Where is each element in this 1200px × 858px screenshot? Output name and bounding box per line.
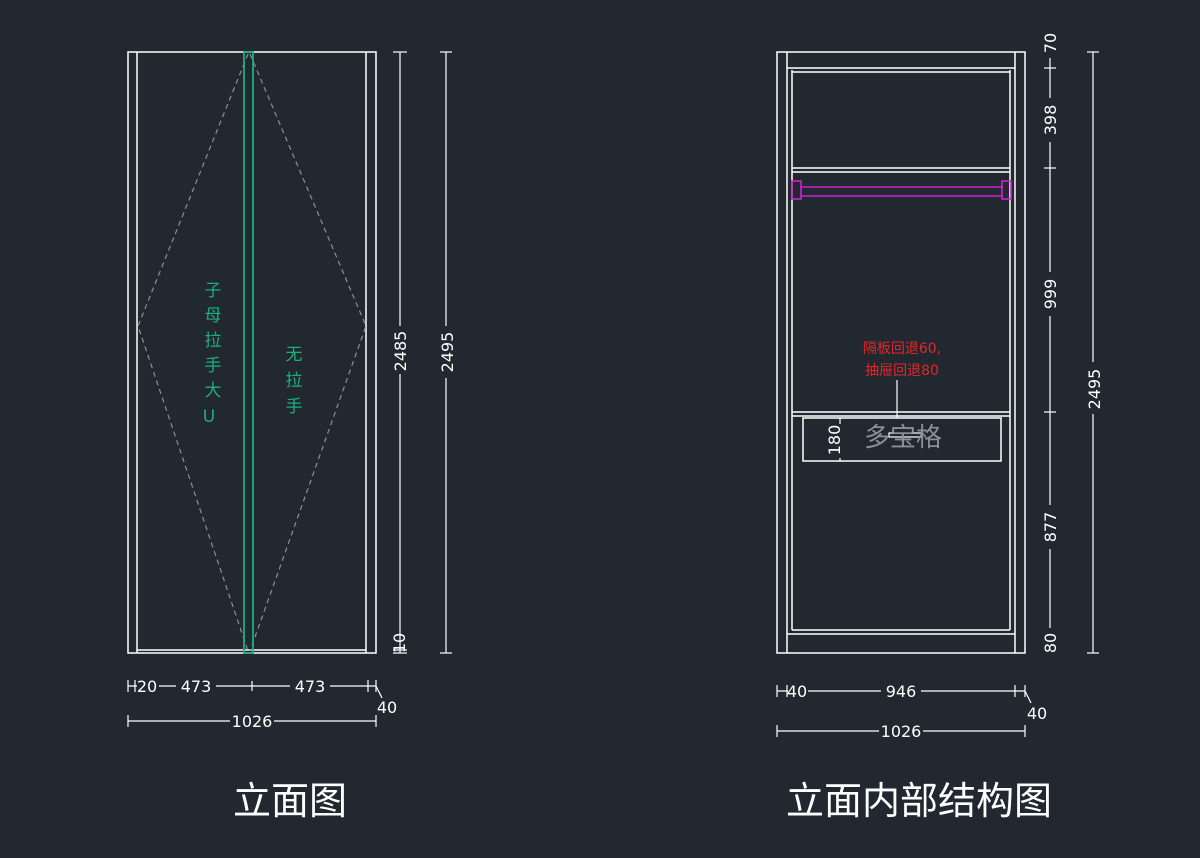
left-door-char: 母 bbox=[205, 306, 222, 326]
dim-door-right: 473 bbox=[295, 677, 326, 696]
drawer-compartment bbox=[802, 417, 1002, 462]
left-door-label: 子 母 拉 手 大 U bbox=[203, 281, 222, 427]
dim-height-total: 2495 bbox=[438, 332, 457, 373]
right-door-char: 无 bbox=[286, 345, 303, 365]
interior-chain-dims bbox=[1044, 51, 1099, 654]
right-door-char: 手 bbox=[286, 397, 303, 417]
left-door-char: 手 bbox=[205, 356, 222, 376]
door-swing-lines bbox=[137, 53, 367, 652]
interior-view bbox=[776, 51, 1026, 654]
interior-outer-frame bbox=[776, 51, 1026, 654]
left-door-swing bbox=[137, 53, 249, 652]
right-door-label: 无 拉 手 bbox=[286, 345, 303, 417]
note-line-1: 隔板回退60, bbox=[863, 341, 941, 357]
front-view bbox=[127, 51, 377, 654]
right-door-swing bbox=[249, 53, 367, 652]
dim-bottom: 80 bbox=[1041, 633, 1060, 653]
dim-height-inner: 2485 bbox=[391, 331, 410, 372]
dim-top: 70 bbox=[1041, 33, 1060, 53]
dim-interior-width: 946 bbox=[886, 682, 917, 701]
right-door-char: 拉 bbox=[286, 371, 303, 391]
dim-shelf-height: 180 bbox=[825, 425, 844, 456]
handle-profile bbox=[243, 51, 254, 654]
dim-bottom-small: 10 bbox=[390, 633, 409, 653]
dim-side-right: 40 bbox=[377, 698, 397, 717]
dim-upper: 398 bbox=[1041, 105, 1060, 136]
dim-width-left-edge: 20 bbox=[137, 677, 157, 696]
dim-door-left: 473 bbox=[181, 677, 212, 696]
front-view-title: 立面图 bbox=[233, 779, 347, 823]
front-outer-frame bbox=[127, 51, 377, 654]
left-door-char: 子 bbox=[205, 281, 222, 301]
left-door-char: U bbox=[203, 407, 215, 427]
shelf-label: 多宝格 bbox=[864, 423, 942, 453]
dim-interior-side-right: 40 bbox=[1027, 704, 1047, 723]
left-door-char: 大 bbox=[205, 381, 222, 401]
interior-view-title: 立面内部结构图 bbox=[786, 779, 1052, 823]
drawer-handle bbox=[888, 432, 923, 438]
dim-width-total: 1026 bbox=[232, 712, 273, 731]
hanging-rod bbox=[791, 180, 1012, 200]
dim-middle: 999 bbox=[1041, 279, 1060, 310]
dim-interior-height-total: 2495 bbox=[1085, 369, 1104, 410]
dim-interior-side-left: 40 bbox=[787, 682, 807, 701]
dim-interior-width-total: 1026 bbox=[881, 722, 922, 741]
note-line-2: 抽屉回退80 bbox=[865, 363, 939, 379]
door-handle-strip bbox=[243, 51, 254, 654]
dim-lower: 877 bbox=[1041, 512, 1060, 543]
left-door-char: 拉 bbox=[205, 331, 222, 351]
